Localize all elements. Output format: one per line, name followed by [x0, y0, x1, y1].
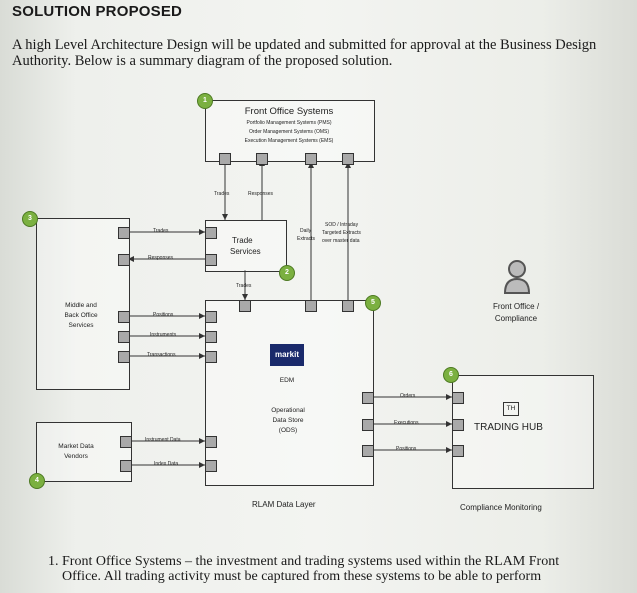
flow-label-sod: SOD / Intraday: [325, 222, 359, 228]
connector-port: [118, 331, 130, 343]
person-icon: [503, 260, 531, 294]
flow-label-trades-ods: Trades: [236, 283, 252, 289]
market-data-line1: Market Data: [58, 443, 94, 450]
flow-label-trades-fo: Trades: [214, 191, 230, 197]
connector-port: [118, 311, 130, 323]
rlam-data-layer-box: [205, 300, 374, 486]
front-office-line-pms: Portfolio Management Systems (PMS): [246, 120, 332, 126]
trade-services-line2: Services: [230, 247, 261, 256]
flow-label-orders: Orders: [400, 393, 416, 399]
connector-port: [205, 311, 217, 323]
connector-port: [362, 392, 374, 404]
rlam-data-layer-label: RLAM Data Layer: [252, 500, 316, 509]
fo-compliance-line1: Front Office /: [492, 302, 540, 311]
intro-paragraph: A high Level Architecture Design will be…: [12, 37, 597, 69]
middle-back-line2: Back Office: [64, 312, 98, 319]
front-office-title: Front Office Systems: [244, 106, 334, 117]
connector-port: [219, 153, 231, 165]
footnote-line2: Office. All trading activity must be cap…: [62, 569, 542, 584]
trading-hub-box: [452, 375, 594, 489]
flow-label-daily: Daily: [300, 228, 312, 234]
edm-label: EDM: [279, 377, 295, 384]
connector-port: [342, 153, 354, 165]
footnote-line1: Front Office Systems – the investment an…: [62, 554, 560, 569]
ods-line3: (ODS): [278, 427, 298, 434]
market-data-vendors-box: [36, 422, 132, 482]
connector-port: [205, 331, 217, 343]
flow-label-over-master: over master data: [322, 238, 360, 244]
connector-port: [362, 419, 374, 431]
flow-label-extracts: Extracts: [297, 236, 316, 242]
flow-label-instrument-data: Instrument Data: [145, 437, 181, 443]
flow-label-positions: Positions: [153, 312, 174, 318]
front-office-line-ems: Execution Management Systems (EMS): [244, 138, 334, 144]
flow-label-instruments: Instruments: [150, 332, 177, 338]
connector-port: [452, 392, 464, 404]
flow-label-responses-fo: Responses: [248, 191, 274, 197]
marker-3: 3: [22, 211, 38, 227]
connector-port: [452, 419, 464, 431]
compliance-monitoring-label: Compliance Monitoring: [460, 503, 542, 512]
connector-port: [120, 460, 132, 472]
flow-label-responses-mbo: Responses: [148, 255, 174, 261]
market-data-line2: Vendors: [64, 453, 88, 460]
front-office-line-oms: Order Management Systems (OMS): [248, 129, 330, 135]
connector-port: [120, 436, 132, 448]
flow-label-positions-hub: Positions: [396, 446, 417, 452]
connector-port: [256, 153, 268, 165]
flow-label-transactions: Transactions: [147, 352, 176, 358]
marker-6: 6: [443, 367, 459, 383]
trading-hub-logo-icon: TH: [503, 402, 519, 416]
connector-port: [205, 254, 217, 266]
fo-compliance-line2: Compliance: [494, 314, 538, 323]
flow-label-index-data: Index Data: [154, 461, 179, 467]
front-office-systems-box: [205, 100, 375, 162]
markit-logo: markit: [270, 344, 304, 366]
ods-line1: Operational: [271, 407, 305, 414]
connector-port: [205, 436, 217, 448]
connector-port: [205, 460, 217, 472]
marker-4: 4: [29, 473, 45, 489]
trade-services-line1: Trade: [232, 236, 253, 245]
middle-back-line3: Services: [68, 322, 94, 329]
marker-2: 2: [279, 265, 295, 281]
connector-port: [239, 300, 251, 312]
marker-1: 1: [197, 93, 213, 109]
flow-label-executions: Executions: [394, 420, 419, 426]
connector-port: [362, 445, 374, 457]
connector-port: [305, 300, 317, 312]
connector-port: [205, 351, 217, 363]
flow-label-trades-mbo: Trades: [153, 228, 169, 234]
connector-port: [118, 351, 130, 363]
connector-port: [205, 227, 217, 239]
connector-port: [452, 445, 464, 457]
connector-port: [305, 153, 317, 165]
trade-services-box: [205, 220, 287, 272]
middle-back-office-box: [36, 218, 130, 390]
flow-label-targeted: Targeted Extracts: [322, 230, 361, 236]
connector-port: [342, 300, 354, 312]
connector-port: [118, 227, 130, 239]
footnote-text: Front Office Systems – the investment an…: [62, 554, 632, 584]
footnote-number: 1.: [48, 554, 59, 569]
middle-back-line1: Middle and: [65, 302, 97, 309]
ods-line2: Data Store: [272, 417, 304, 424]
marker-5: 5: [365, 295, 381, 311]
connector-port: [118, 254, 130, 266]
trading-hub-label: TRADING HUB: [474, 422, 543, 433]
page-heading: SOLUTION PROPOSED: [12, 3, 183, 20]
